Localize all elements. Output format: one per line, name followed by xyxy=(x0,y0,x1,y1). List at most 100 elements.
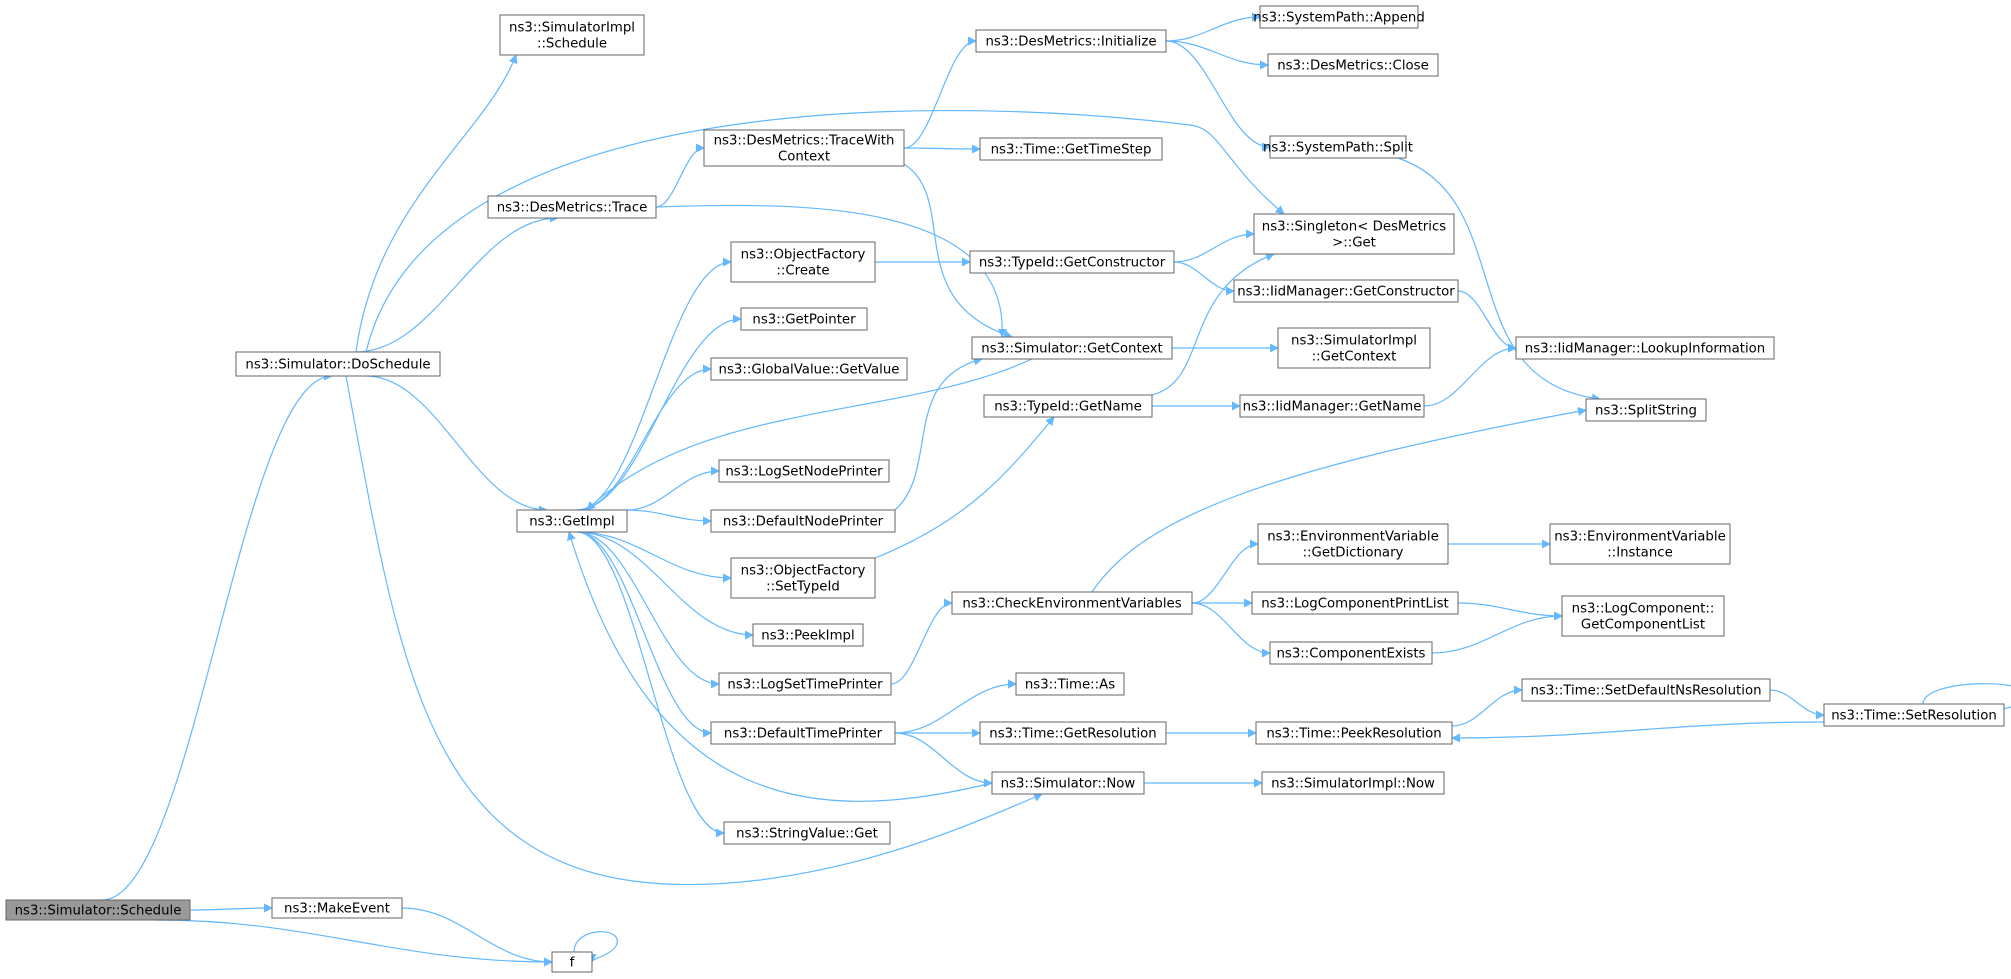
node-defaulttimeprinter[interactable]: ns3::DefaultTimePrinter xyxy=(710,721,896,745)
edge-doschedule-to-getimpl xyxy=(365,375,548,515)
edge-checkenv-to-splitstring xyxy=(1091,407,1587,593)
node-compexists-box xyxy=(1269,641,1433,665)
node-getimpl[interactable]: ns3::GetImpl xyxy=(516,509,628,533)
edge-initialize-to-close xyxy=(1165,40,1269,70)
node-globalvalue-label-0: ns3::GlobalValue::GetValue xyxy=(719,363,900,378)
node-envinstance-label-0: ns3::EnvironmentVariable xyxy=(1554,530,1726,545)
node-getcomplist-label-0: ns3::LogComponent:: xyxy=(1572,602,1715,617)
node-logtimeprinter[interactable]: ns3::LogSetTimePrinter xyxy=(718,672,892,696)
edge-getimpl-to-settypeid xyxy=(576,531,732,583)
node-getcomplist[interactable]: ns3::LogComponent::GetComponentList xyxy=(1561,595,1725,637)
node-stringget[interactable]: ns3::StringValue::Get xyxy=(723,821,891,845)
edge-defaulttimeprinter-to-simnow xyxy=(894,732,993,788)
node-splitstring[interactable]: ns3::SplitString xyxy=(1585,398,1707,422)
node-globalvalue[interactable]: ns3::GlobalValue::GetValue xyxy=(710,357,908,381)
node-f[interactable]: f xyxy=(551,951,593,973)
node-timeas[interactable]: ns3::Time::As xyxy=(1015,672,1125,696)
node-makeevent[interactable]: ns3::MakeEvent xyxy=(271,897,403,919)
node-lookup[interactable]: ns3::IidManager::LookupInformation xyxy=(1515,336,1775,360)
edge-getimpl-to-globalvalue xyxy=(576,364,712,511)
node-envdict-label-0: ns3::EnvironmentVariable xyxy=(1267,530,1439,545)
node-objcreate[interactable]: ns3::ObjectFactory::Create xyxy=(730,241,876,283)
node-envdict-label-1: ::GetDictionary xyxy=(1303,546,1404,561)
node-implschedule[interactable]: ns3::SimulatorImpl::Schedule xyxy=(499,14,645,56)
node-checkenv[interactable]: ns3::CheckEnvironmentVariables xyxy=(951,591,1193,615)
node-trace-label-0: ns3::DesMetrics::Trace xyxy=(497,201,648,216)
node-typeidname-label-0: ns3::TypeId::GetName xyxy=(994,400,1142,415)
node-doschedule[interactable]: ns3::Simulator::DoSchedule xyxy=(235,351,441,377)
node-envinstance[interactable]: ns3::EnvironmentVariable::Instance xyxy=(1549,523,1731,565)
node-implnow[interactable]: ns3::SimulatorImpl::Now xyxy=(1261,771,1445,795)
node-append[interactable]: ns3::SystemPath::Append xyxy=(1253,5,1425,29)
edge-doschedule-to-singleton xyxy=(365,109,1285,353)
edge-defaulttimeprinter-to-timeas xyxy=(894,679,1017,734)
edge-doschedule-to-simnow xyxy=(345,375,1043,886)
node-getresolution[interactable]: ns3::Time::GetResolution xyxy=(979,721,1167,745)
edge-getimpl-to-lognodeprinter xyxy=(626,466,720,511)
node-envdict[interactable]: ns3::EnvironmentVariable::GetDictionary xyxy=(1257,523,1449,565)
node-checkenv-label-0: ns3::CheckEnvironmentVariables xyxy=(962,597,1181,612)
node-typeidname-box xyxy=(983,394,1153,418)
node-defaultnodeprinter[interactable]: ns3::DefaultNodePrinter xyxy=(710,509,896,533)
node-peekresolution[interactable]: ns3::Time::PeekResolution xyxy=(1255,721,1453,745)
edge-settypeid-to-typeidname xyxy=(874,416,1055,559)
node-iidgetconstructor[interactable]: ns3::IidManager::GetConstructor xyxy=(1233,279,1459,303)
node-implgetcontext-box xyxy=(1277,327,1431,369)
node-lognodeprinter[interactable]: ns3::LogSetNodePrinter xyxy=(718,459,890,483)
node-logcompprint-box xyxy=(1251,591,1459,615)
node-simnow-box xyxy=(991,771,1145,795)
edge-compexists-to-getcomplist xyxy=(1431,611,1563,654)
node-peekresolution-label-0: ns3::Time::PeekResolution xyxy=(1266,727,1441,742)
node-envdict-box xyxy=(1257,523,1449,565)
node-timeas-label-0: ns3::Time::As xyxy=(1025,678,1115,693)
node-getpointer[interactable]: ns3::GetPointer xyxy=(740,307,868,331)
edge-initialize-to-split xyxy=(1165,40,1271,152)
node-getcomplist-label-1: GetComponentList xyxy=(1581,618,1705,633)
edge-typeidname-to-singleton xyxy=(1151,252,1275,396)
node-compexists[interactable]: ns3::ComponentExists xyxy=(1269,641,1433,665)
node-getconstructor[interactable]: ns3::TypeId::GetConstructor xyxy=(969,250,1175,274)
node-split-label-0: ns3::SystemPath::Split xyxy=(1263,141,1413,156)
node-setdefaultns-label-0: ns3::Time::SetDefaultNsResolution xyxy=(1530,684,1761,699)
edge-iidname-to-lookup xyxy=(1423,343,1517,407)
node-getcontext[interactable]: ns3::Simulator::GetContext xyxy=(971,336,1173,360)
node-initialize-label-0: ns3::DesMetrics::Initialize xyxy=(986,35,1157,50)
node-schedule-label-0: ns3::Simulator::Schedule xyxy=(15,904,182,919)
node-getpointer-box xyxy=(740,307,868,331)
edge-f-to-f xyxy=(573,931,618,963)
node-close[interactable]: ns3::DesMetrics::Close xyxy=(1267,53,1439,77)
node-setdefaultns[interactable]: ns3::Time::SetDefaultNsResolution xyxy=(1521,678,1771,702)
node-simnow[interactable]: ns3::Simulator::Now xyxy=(991,771,1145,795)
edge-logtimeprinter-to-checkenv xyxy=(890,598,953,685)
node-stringget-label-0: ns3::StringValue::Get xyxy=(736,827,878,842)
node-doschedule-label-0: ns3::Simulator::DoSchedule xyxy=(245,358,430,373)
node-initialize-box xyxy=(975,29,1167,53)
node-getcontext-box xyxy=(971,336,1173,360)
node-makeevent-label-0: ns3::MakeEvent xyxy=(284,902,390,917)
node-iidname-box xyxy=(1239,394,1425,418)
node-logtimeprinter-label-0: ns3::LogSetTimePrinter xyxy=(727,678,883,693)
node-split[interactable]: ns3::SystemPath::Split xyxy=(1263,135,1413,159)
node-singleton[interactable]: ns3::Singleton< DesMetrics>::Get xyxy=(1253,213,1455,255)
node-initialize[interactable]: ns3::DesMetrics::Initialize xyxy=(975,29,1167,53)
node-logcompprint[interactable]: ns3::LogComponentPrintList xyxy=(1251,591,1459,615)
node-settypeid[interactable]: ns3::ObjectFactory::SetTypeId xyxy=(730,557,876,599)
node-defaulttimeprinter-box xyxy=(710,721,896,745)
node-gettimestep[interactable]: ns3::Time::GetTimeStep xyxy=(979,137,1163,161)
node-envinstance-box xyxy=(1549,523,1731,565)
node-trace[interactable]: ns3::DesMetrics::Trace xyxy=(487,195,657,219)
node-implgetcontext[interactable]: ns3::SimulatorImpl::GetContext xyxy=(1277,327,1431,369)
edge-getconstructor-to-iidgetconstructor xyxy=(1173,261,1235,296)
node-iidname[interactable]: ns3::IidManager::GetName xyxy=(1239,394,1425,418)
node-schedule[interactable]: ns3::Simulator::Schedule xyxy=(5,899,191,921)
node-objcreate-label-0: ns3::ObjectFactory xyxy=(741,248,866,263)
node-peekimpl[interactable]: ns3::PeekImpl xyxy=(752,623,864,647)
node-typeidname[interactable]: ns3::TypeId::GetName xyxy=(983,394,1153,418)
node-implschedule-label-1: ::Schedule xyxy=(537,37,607,52)
node-lognodeprinter-box xyxy=(718,459,890,483)
node-implgetcontext-label-0: ns3::SimulatorImpl xyxy=(1291,334,1417,349)
node-f-label-0: f xyxy=(570,956,575,971)
node-setresolution[interactable]: ns3::Time::SetResolution xyxy=(1823,703,2005,727)
edge-getimpl-to-stringget xyxy=(576,531,725,838)
